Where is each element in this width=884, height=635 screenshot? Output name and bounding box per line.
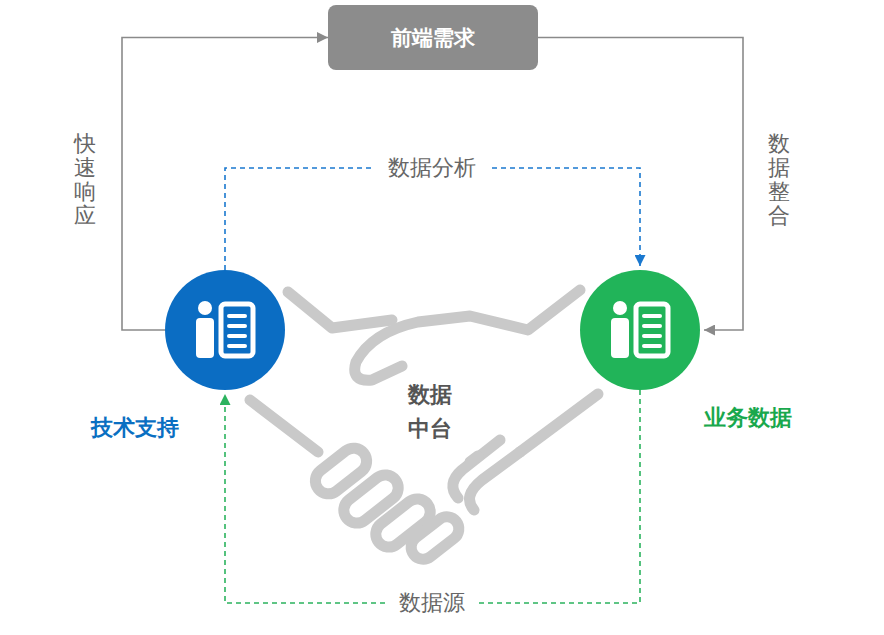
edge-label: 数据分析 xyxy=(374,153,490,183)
person-document-icon xyxy=(196,301,253,358)
edge-label: 数据源 xyxy=(385,588,479,618)
role-label: 业务数据 xyxy=(704,403,792,433)
center-title: 数据 中台 xyxy=(401,376,460,448)
process-box: 前端需求 xyxy=(328,5,538,70)
finger xyxy=(371,494,436,553)
right-finger xyxy=(453,440,500,498)
left-wrist xyxy=(250,400,318,452)
role-label: 技术支持 xyxy=(91,413,179,443)
finger xyxy=(406,512,463,564)
right-wrist xyxy=(520,394,598,452)
circle-fill xyxy=(165,270,285,390)
box-title: 前端需求 xyxy=(391,24,475,52)
person-document-icon xyxy=(611,301,668,358)
right-finger xyxy=(470,452,521,510)
edge-label: 数据整合 xyxy=(768,132,790,229)
right-finger xyxy=(470,456,478,462)
connector xyxy=(225,168,640,270)
role-circle: 技术支持 xyxy=(165,270,285,390)
circle-fill xyxy=(580,270,700,390)
circle-shape xyxy=(580,270,700,390)
left-hand-back xyxy=(288,292,392,328)
right-hand-thumb xyxy=(355,290,580,380)
edge-label: 快速响应 xyxy=(74,132,96,229)
role-circle: 业务数据 xyxy=(580,270,700,390)
circle-shape xyxy=(165,270,285,390)
